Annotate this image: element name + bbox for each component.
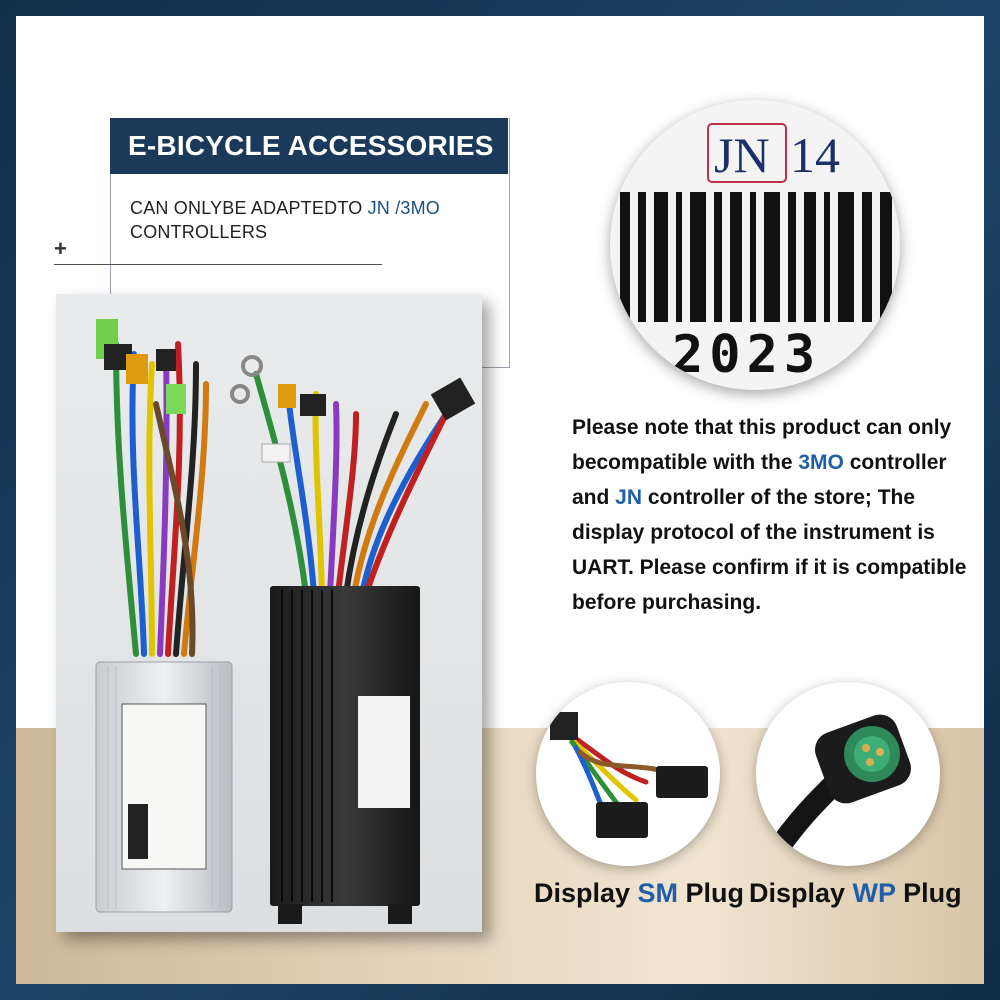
page-title: E-BICYCLE ACCESSORIES — [110, 118, 508, 174]
sm-plug-accent: SM — [637, 878, 679, 908]
wp-plug-prefix: Display — [749, 878, 853, 908]
silver-controller — [95, 661, 233, 913]
sm-plug-prefix: Display — [534, 878, 638, 908]
orange-connector — [126, 354, 148, 384]
sm-plug-label: Display SM Plug — [534, 878, 744, 909]
note-text-2: controller and — [572, 451, 947, 509]
subtitle-line2: CONTROLLERS — [130, 222, 268, 242]
plus-icon: + — [54, 236, 67, 261]
compatibility-subtitle: CAN ONLYBE ADAPTEDTO JN /3MO CONTROLLERS — [130, 196, 440, 244]
wp-plug-suffix: Plug — [895, 878, 962, 908]
sm-plug-suffix: Plug — [678, 878, 745, 908]
jn-highlight-box — [707, 123, 787, 183]
wp-plug-image — [756, 682, 940, 866]
note-accent-3mo: 3MO — [798, 451, 844, 474]
black-controller — [270, 586, 420, 924]
subtitle-text: CAN ONLYBE ADAPTEDTO — [130, 198, 368, 218]
content-canvas: E-BICYCLE ACCESSORIES CAN ONLYBE ADAPTED… — [16, 16, 984, 984]
note-accent-jn: JN — [615, 486, 643, 509]
controllers-photo — [56, 294, 482, 932]
wp-plug-accent: WP — [852, 878, 896, 908]
wp-plug-label: Display WP Plug — [749, 878, 962, 909]
silver-wires — [113, 341, 209, 657]
subtitle-accent: JN /3MO — [367, 198, 441, 218]
barcode-number: 2023 — [672, 325, 821, 385]
note-text-3: controller of the store; The display pro… — [572, 486, 967, 614]
controllers-illustration — [95, 319, 476, 924]
black-wires — [253, 371, 454, 597]
note-text-1: Please note that this product can only b… — [572, 416, 952, 474]
barcode-closeup: JN 14 — [610, 100, 900, 390]
sm-plug-image — [536, 682, 720, 866]
barcode-prefix-rest: 14 — [790, 127, 840, 183]
compatibility-note: Please note that this product can only b… — [572, 410, 972, 620]
barcode-bars — [620, 192, 892, 322]
barcode-prefix: JN — [714, 127, 770, 183]
divider-line — [54, 264, 382, 265]
